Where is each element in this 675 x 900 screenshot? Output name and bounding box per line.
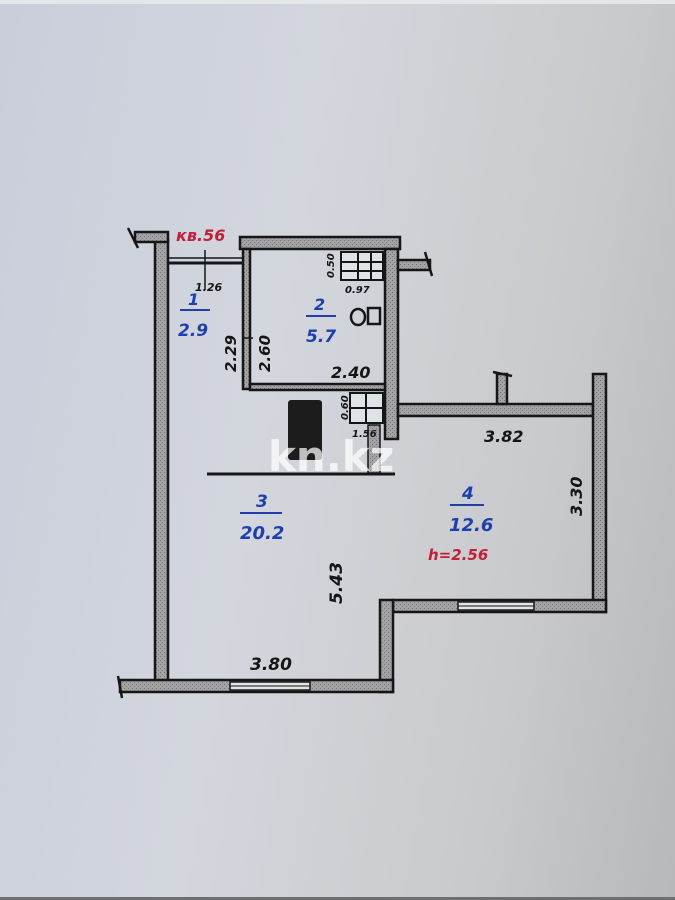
room-3-number: 3 [256,492,268,512]
apartment-label: кв.56 [176,226,225,245]
dim-entry-width: 1.26 [195,281,222,294]
wall-bath-right [383,247,400,441]
room-2-area: 5.7 [306,327,336,347]
dim-bath-small-mid: 0.97 [345,285,370,296]
room-4-number: 4 [461,484,474,504]
wall-right-stub [396,258,432,272]
kitchen-niche [367,424,381,474]
wall-bath-bottom [248,382,387,392]
wall-end-ticks [116,227,513,699]
wall-bath-top [238,235,402,251]
wall-room4-pier [495,372,509,406]
wall-step [378,598,395,694]
dim-room4-depth: 3.30 [567,477,586,516]
window-room3 [229,681,311,691]
stove-icon [288,400,322,460]
room-1-area: 2.9 [178,321,208,341]
wall-room4-top [396,402,595,418]
room-1-number: 1 [188,290,199,309]
watermark: kn.kz [268,432,394,481]
room-4-area: 12.6 [449,515,493,536]
wall-top-left-stub [133,230,170,244]
dim-entry-length: 2.29 [222,335,240,372]
room-3-area: 20.2 [240,523,284,544]
dim-kitchen-small-v: 0.60 [340,395,351,420]
wall-left [153,238,170,692]
dim-room3-length: 5.43 [327,562,347,604]
dim-room3-width: 3.80 [250,655,292,675]
dim-kitchen-small: 1.56 [352,429,377,440]
toilet-icon [349,306,382,327]
ceiling-height-label: h=2.56 [428,546,488,564]
dim-room4-width: 3.82 [484,427,523,446]
dim-bath-height: 2.60 [256,335,274,372]
window-room4 [457,601,535,611]
photo-top-edge [0,0,675,4]
wall-room4-right [591,372,608,614]
kitchen-sink-grid [349,392,384,424]
dim-bath-width: 2.40 [331,363,370,382]
bath-fixture-grid [340,251,384,281]
room-2-number: 2 [314,295,325,314]
wall-bath-left [241,247,252,391]
photo-bottom-edge [0,897,675,900]
dim-bath-small-top: 0.50 [326,253,337,278]
